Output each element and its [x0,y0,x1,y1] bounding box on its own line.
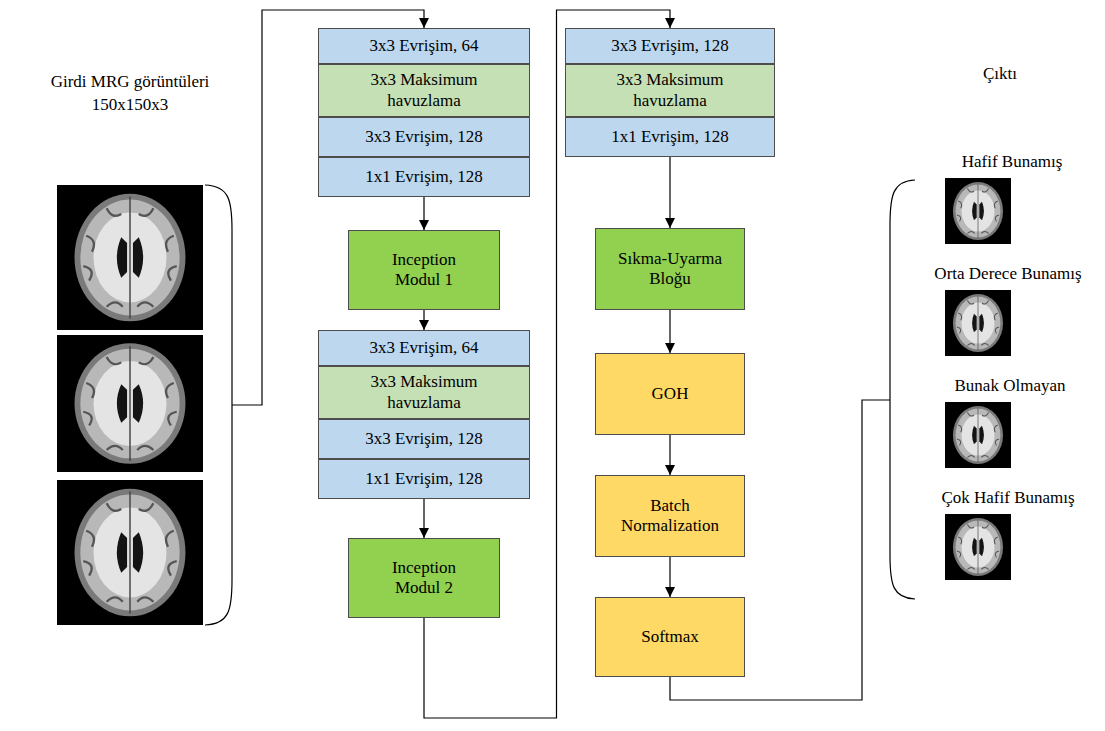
mri-image [945,290,1011,356]
softmax-layer: Softmax [595,597,745,677]
batchnorm-layer: Batch Normalization [595,475,745,557]
layer-label: 3x3 Evrişim, 128 [611,36,729,56]
flow-arrow [669,310,670,353]
layer-label: 1x1 Evrişim, 128 [611,127,729,147]
input-caption: Girdi MRG görüntüleri [49,72,212,92]
pooling-layer: 3x3 Maksimum havuzlama [565,64,775,117]
conv-layer: 1x1 Evrişim, 128 [318,459,530,499]
class-label: Hafif Bunamış [960,152,1065,172]
class-label: Çok Hafif Bunamış [939,488,1076,508]
flow-arrow [423,499,424,538]
layer-label: Inception Modul 1 [369,250,479,291]
conv-layer: 3x3 Evrişim, 128 [318,419,530,459]
pooling-layer: 3x3 Maksimum havuzlama [318,366,530,419]
input-bracket [205,185,232,625]
flow-arrow [423,310,424,330]
input-size: 150x150x3 [90,95,171,115]
class-label: Orta Derece Bunamış [932,264,1083,284]
layer-label: Softmax [641,627,699,647]
layer-label: 1x1 Evrişim, 128 [365,167,483,187]
mri-image [57,185,203,330]
pooling-layer: 3x3 Maksimum havuzlama [318,64,530,117]
conv-layer: 3x3 Evrişim, 128 [565,28,775,64]
layer-label: 1x1 Evrişim, 128 [365,469,483,489]
layer-label: Batch Normalization [610,496,730,537]
mri-image [57,335,203,472]
layer-label: 3x3 Evrişim, 128 [365,429,483,449]
class-label: Bunak Olmayan [953,376,1068,396]
inception-module: Inception Modul 2 [348,538,500,618]
flow-arrow [669,557,670,597]
conv-layer: 1x1 Evrişim, 128 [318,157,530,197]
conv-layer: 3x3 Evrişim, 128 [318,117,530,157]
layer-label: 3x3 Maksimum havuzlama [363,70,485,111]
mri-image [945,402,1011,468]
layer-label: 3x3 Maksimum havuzlama [363,372,485,413]
layer-label: GOH [652,384,689,404]
flow-arrow [669,157,670,228]
layer-label: Inception Modul 2 [369,558,479,599]
layer-label: 3x3 Evrişim, 128 [365,127,483,147]
conv-layer: 3x3 Evrişim, 64 [318,28,530,64]
flow-arrow [669,435,670,475]
inception-module: Inception Modul 1 [348,230,500,310]
output-bracket [890,180,915,599]
mri-image [945,514,1011,580]
conv-layer: 1x1 Evrişim, 128 [565,117,775,157]
layer-label: 3x3 Maksimum havuzlama [610,70,730,111]
layer-label: 3x3 Evrişim, 64 [369,338,478,358]
gap-layer: GOH [595,353,745,435]
flow-arrow [423,197,424,230]
layer-label: Sıkma-Uyarma Bloğu [610,249,730,290]
output-heading: Çıktı [981,64,1019,84]
mri-image [945,178,1011,244]
mri-image [57,480,203,625]
layer-label: 3x3 Evrişim, 64 [369,36,478,56]
se-block: Sıkma-Uyarma Bloğu [595,228,745,310]
conv-layer: 3x3 Evrişim, 64 [318,330,530,366]
